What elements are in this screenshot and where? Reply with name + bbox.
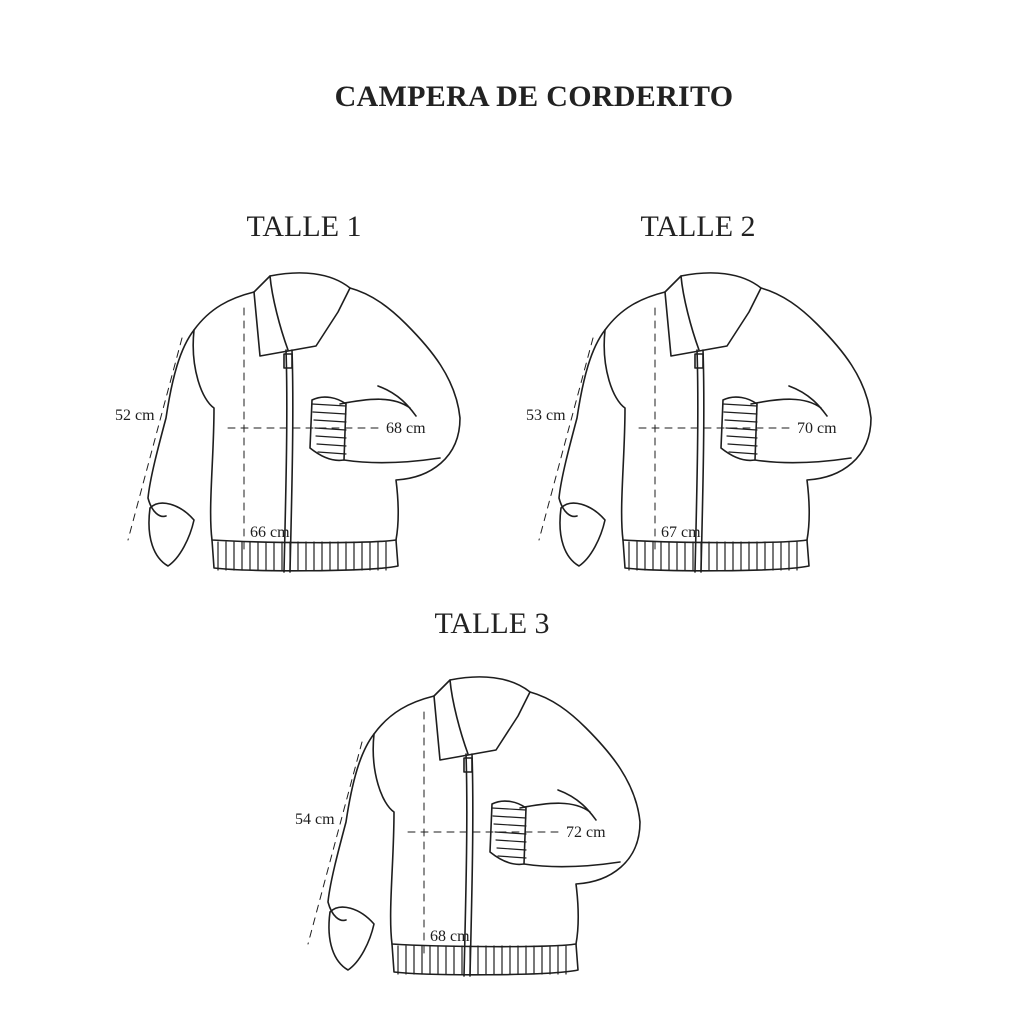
cuff-rib-2 bbox=[725, 427, 758, 431]
jacket-drawing-2: 53 cm 70 cm 67 cm bbox=[526, 272, 872, 573]
jacket-drawing-3: 54 cm 72 cm 68 cm bbox=[295, 676, 641, 977]
cuff-rib-2 bbox=[723, 411, 758, 415]
right-arm-3 bbox=[519, 789, 597, 821]
hem-band-2 bbox=[622, 539, 810, 572]
arm-lower-3 bbox=[523, 861, 621, 868]
hem-band-3 bbox=[391, 943, 579, 976]
body-outline-2 bbox=[603, 287, 872, 544]
size-label-3: TALLE 3 bbox=[434, 607, 550, 640]
collar-1 bbox=[253, 272, 351, 357]
zipper-right-3 bbox=[469, 753, 474, 977]
cuff-left-2 bbox=[559, 502, 606, 567]
jacket-diagram-2: 53 cm 70 cm 67 cm bbox=[521, 268, 881, 578]
collar-3 bbox=[433, 676, 531, 761]
cuff-rib-1 bbox=[314, 427, 347, 431]
height-measure-3: 68 cm bbox=[430, 928, 470, 945]
zipper-right-1 bbox=[289, 349, 294, 573]
body-outline-3 bbox=[372, 691, 641, 948]
cuff-rib-3 bbox=[493, 823, 527, 827]
left-sleeve-3 bbox=[327, 733, 375, 922]
size-label-2: TALLE 2 bbox=[640, 210, 756, 243]
cuff-rib-2 bbox=[728, 451, 758, 455]
dash-length-1 bbox=[127, 337, 183, 541]
cuff-rib-2 bbox=[726, 435, 758, 439]
collar-fold-1 bbox=[269, 275, 289, 351]
cuff-left-1 bbox=[148, 502, 195, 567]
arm-lower-2 bbox=[754, 457, 852, 464]
cuff-rib-1 bbox=[313, 419, 347, 423]
body-outline-1 bbox=[192, 287, 461, 544]
zipper-pull-3 bbox=[463, 757, 473, 773]
cuff-rib-1 bbox=[316, 443, 347, 447]
length-measure-2: 53 cm bbox=[526, 407, 566, 424]
zipper-left-3 bbox=[463, 753, 468, 977]
right-arm-1 bbox=[339, 385, 417, 417]
zipper-left-2 bbox=[694, 349, 699, 573]
cuff-rib-2 bbox=[722, 403, 758, 407]
collar-fold-3 bbox=[449, 679, 469, 755]
cuff-rib-3 bbox=[494, 831, 527, 835]
dash-length-3 bbox=[307, 741, 363, 945]
left-sleeve-2 bbox=[558, 329, 606, 518]
cuff-left-3 bbox=[328, 906, 375, 971]
height-measure-1: 66 cm bbox=[250, 524, 290, 541]
cuff-rib-3 bbox=[497, 855, 527, 859]
jacket-diagram-3: 54 cm 72 cm 68 cm bbox=[290, 672, 650, 982]
width-measure-2: 70 cm bbox=[797, 420, 837, 437]
length-measure-3: 54 cm bbox=[295, 811, 335, 828]
zipper-left-1 bbox=[283, 349, 288, 573]
arm-lower-1 bbox=[343, 457, 441, 464]
cuff-rib-3 bbox=[495, 839, 527, 843]
zipper-pull-2 bbox=[694, 353, 704, 369]
left-sleeve-1 bbox=[147, 329, 195, 518]
right-arm-2 bbox=[750, 385, 828, 417]
zipper-right-2 bbox=[700, 349, 705, 573]
page-title: CAMPERA DE CORDERITO bbox=[334, 80, 734, 113]
height-measure-2: 67 cm bbox=[661, 524, 701, 541]
collar-fold-2 bbox=[680, 275, 700, 351]
zipper-pull-1 bbox=[283, 353, 293, 369]
length-measure-1: 52 cm bbox=[115, 407, 155, 424]
size-label-1: TALLE 1 bbox=[246, 210, 362, 243]
collar-2 bbox=[664, 272, 762, 357]
cuff-rib-2 bbox=[727, 443, 758, 447]
cuff-rib-3 bbox=[496, 847, 527, 851]
width-measure-3: 72 cm bbox=[566, 824, 606, 841]
cuff-rib-1 bbox=[312, 411, 347, 415]
cuff-rib-3 bbox=[491, 807, 527, 811]
cuff-rib-1 bbox=[317, 451, 347, 455]
jacket-diagram-1: 52 cm 68 cm 66 cm bbox=[110, 268, 470, 578]
cuff-rib-1 bbox=[311, 403, 347, 407]
cuff-rib-3 bbox=[492, 815, 527, 819]
cuff-rib-2 bbox=[724, 419, 758, 423]
dash-length-2 bbox=[538, 337, 594, 541]
jacket-drawing-1: 52 cm 68 cm 66 cm bbox=[115, 272, 461, 573]
cuff-rib-1 bbox=[315, 435, 347, 439]
hem-band-1 bbox=[211, 539, 399, 572]
width-measure-1: 68 cm bbox=[386, 420, 426, 437]
